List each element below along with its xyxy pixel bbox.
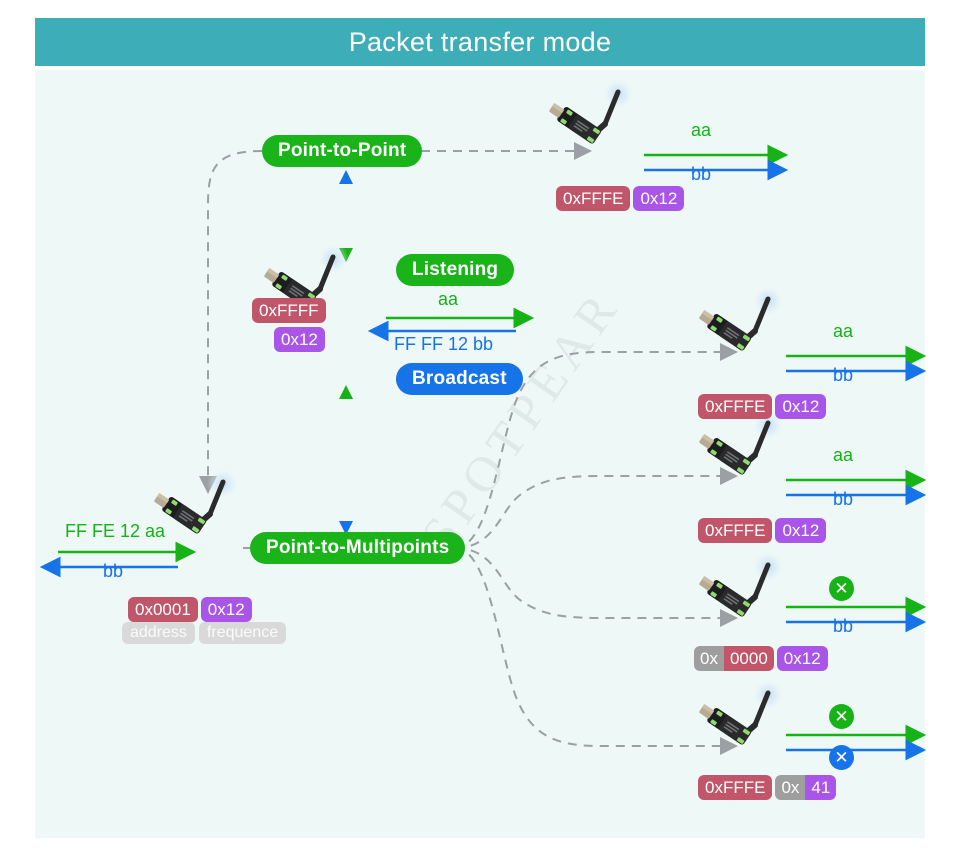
- arrows-branch-3: [786, 596, 927, 633]
- header-bar: Packet transfer mode: [35, 18, 925, 66]
- dongle-multipoint-source: [152, 468, 239, 535]
- arrows-branch-2: [786, 469, 927, 506]
- dongle-branch-1: [697, 285, 784, 352]
- frequence-caption: frequence: [198, 622, 287, 644]
- label-rx-branch-1: bb: [833, 365, 854, 385]
- frequence-badge: 0x 41: [775, 775, 837, 800]
- badges-branch-4: 0xFFFE 0x 41: [698, 775, 837, 800]
- frequence-badge: 0x12: [776, 646, 828, 671]
- mode-label-listening[interactable]: Listening: [396, 254, 515, 286]
- label-rx-branch-3: bb: [833, 616, 854, 636]
- route-p2p-to-source: [199, 150, 263, 494]
- address-badge: 0x 0000: [694, 646, 774, 671]
- circle-x-icon-tx-branch-4: ✕: [829, 704, 854, 729]
- circle-x-icon-tx-branch-3: ✕: [829, 576, 854, 601]
- arrows-multipoint-source: [39, 541, 197, 578]
- mode-label-broadcast[interactable]: Broadcast: [396, 363, 523, 395]
- frequence-prefix: 0x: [775, 775, 806, 800]
- arrows-branch-1: [786, 345, 927, 382]
- badges-branch-3: 0x 0000 0x12: [694, 646, 828, 671]
- circle-x-icon-rx-branch-4: ✕: [829, 745, 854, 770]
- arrows-p2p-target: [644, 144, 789, 181]
- label-tx-branch-1: aa: [833, 321, 854, 341]
- arrow-listening-multipoint: [339, 385, 353, 535]
- label-rx-listening-hub: FF FF 12 bb: [394, 334, 494, 354]
- dongle-branch-3: [697, 551, 784, 618]
- label-tx-listening-hub: aa: [438, 289, 459, 309]
- address-badge: 0xFFFE: [698, 394, 773, 419]
- diagram-canvas: [35, 70, 925, 838]
- address-prefix: 0x: [694, 646, 724, 671]
- frequence-badge: 0x12: [200, 597, 252, 622]
- dongle-p2p-target: [547, 78, 634, 145]
- label-rx-multipoint-source: bb: [103, 561, 124, 581]
- badges-multipoint-source: 0x0001 0x12: [128, 597, 252, 622]
- badges-p2p-target: 0xFFFE 0x12: [556, 186, 685, 211]
- label-tx-multipoint-source: FF FE 12 aa: [65, 521, 166, 541]
- badges-branch-1: 0xFFFE 0x12: [698, 394, 827, 419]
- address-badge: 0xFFFE: [698, 775, 773, 800]
- label-tx-branch-2: aa: [833, 445, 854, 465]
- address-badge: 0xFFFF: [252, 298, 326, 323]
- address-badge: 0x0001: [128, 597, 198, 622]
- frequence-badge: 0x12: [633, 186, 685, 211]
- label-tx-p2p-target: aa: [691, 120, 712, 140]
- frequence-badge: 0x12: [775, 394, 827, 419]
- address-caption: address: [122, 622, 195, 644]
- badges-branch-2: 0xFFFE 0x12: [698, 518, 827, 543]
- page-title: Packet transfer mode: [348, 26, 612, 57]
- mode-label-point-to-multipoints[interactable]: Point-to-Multipoints: [250, 532, 466, 564]
- mode-label-point-to-point[interactable]: Point-to-Point: [262, 135, 423, 167]
- label-rx-p2p-target: bb: [691, 164, 712, 184]
- address-badge: 0xFFFE: [556, 186, 631, 211]
- arrows-listening-hub: [367, 307, 535, 342]
- frequence-badge: 0x12: [775, 518, 827, 543]
- captions-multipoint-source: address frequence: [122, 622, 287, 644]
- frequence-badge: 0x12: [274, 327, 325, 352]
- dongle-branch-4: [697, 679, 784, 746]
- badges-listening-hub: 0xFFFF 0x12: [252, 298, 326, 352]
- frequence-value: 41: [805, 775, 837, 800]
- address-badge: 0xFFFE: [698, 518, 773, 543]
- route-branch-fan: [438, 343, 738, 755]
- address-value: 0000: [723, 646, 774, 671]
- label-rx-branch-2: bb: [833, 489, 854, 509]
